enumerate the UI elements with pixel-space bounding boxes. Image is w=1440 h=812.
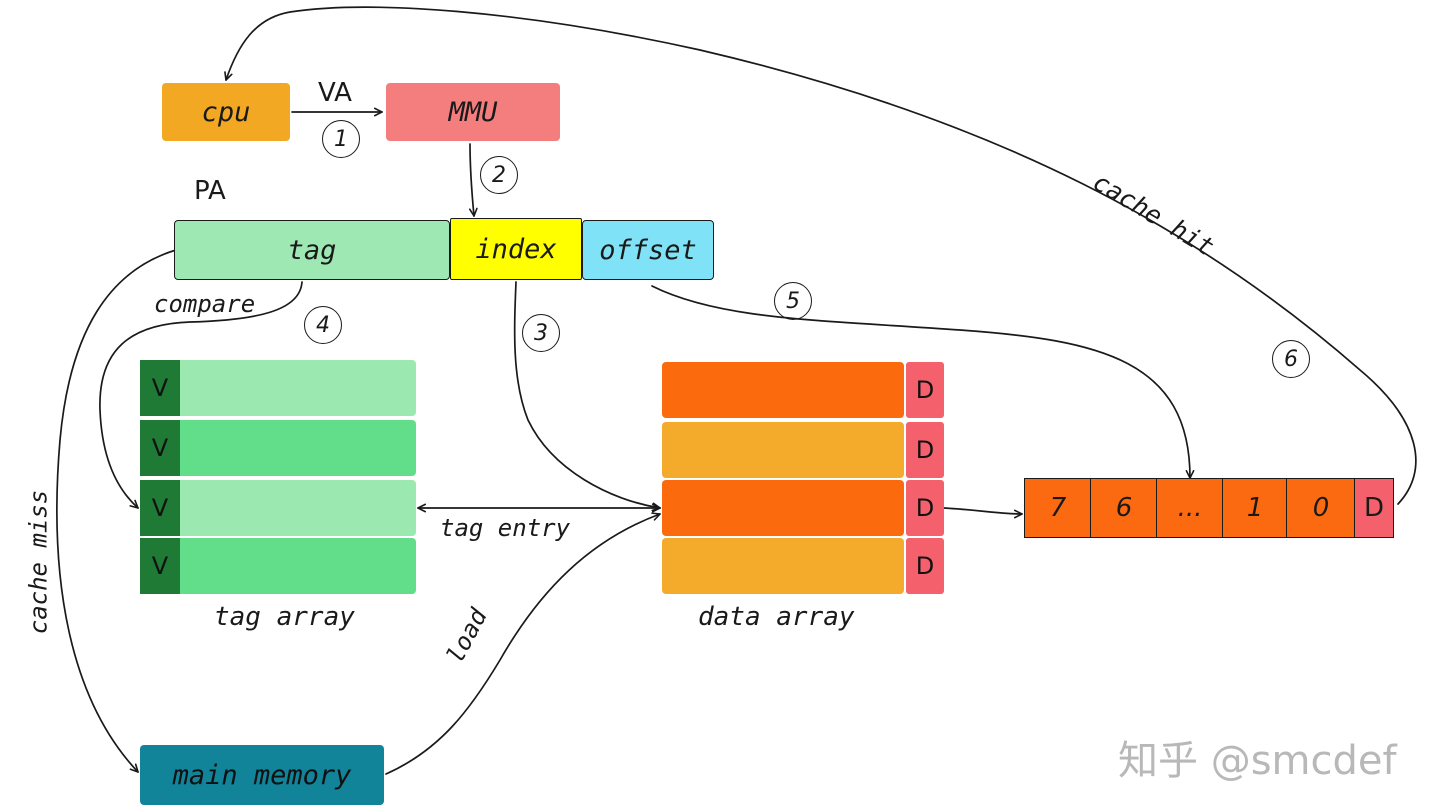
tag-array-label: tag array (214, 602, 355, 632)
tag-array-row (176, 538, 416, 594)
pa-label: PA (194, 176, 226, 206)
cache-line-dirty-bit: D (1354, 478, 1394, 538)
step-5: 5 (774, 282, 812, 320)
step-2: 2 (480, 156, 518, 194)
compare-label: compare (154, 290, 256, 318)
data-array-row (662, 422, 904, 478)
main-memory-box: main memory (140, 745, 384, 805)
cache-line-byte: 7 (1024, 478, 1092, 538)
dirty-bit: D (906, 362, 944, 418)
cache-line-byte: 6 (1090, 478, 1158, 538)
va-label: VA (318, 78, 352, 108)
valid-bit: V (140, 360, 180, 416)
watermark: 知乎 @smcdef (1118, 738, 1397, 784)
arrow-index-to-data (513, 281, 661, 512)
arrow-mmu-to-index (468, 143, 478, 217)
cache-miss-label: cache miss (24, 489, 53, 635)
valid-bit: V (140, 480, 180, 536)
cache-line-byte: 1 (1222, 478, 1288, 538)
step-1: 1 (322, 120, 360, 158)
cpu-box: cpu (162, 83, 290, 141)
step-4: 4 (304, 306, 342, 344)
valid-bit: V (140, 420, 180, 476)
cache-line-byte: 0 (1286, 478, 1356, 538)
arrow-cache-miss (56, 249, 177, 773)
pa-offset-field: offset (582, 220, 714, 280)
arrow-load (385, 512, 661, 775)
tag-array-row (176, 360, 416, 416)
tag-array-row (176, 480, 416, 536)
dirty-bit: D (906, 538, 944, 594)
valid-bit: V (140, 538, 180, 594)
data-array-row (662, 538, 904, 594)
mmu-box: MMU (386, 83, 560, 141)
data-array-label: data array (698, 602, 855, 632)
arrow-compare (99, 281, 303, 509)
data-array-row (662, 480, 904, 536)
step-3: 3 (522, 314, 560, 352)
step-6: 6 (1272, 340, 1310, 378)
arrow-offset-to-line (651, 285, 1195, 479)
data-array-row (662, 362, 904, 418)
tag-entry-label: tag entry (440, 514, 571, 542)
dirty-bit: D (906, 480, 944, 536)
dirty-bit: D (906, 422, 944, 478)
arrow-cache-hit (224, 6, 1417, 505)
cache-line-byte: ... (1156, 478, 1224, 538)
arrow-data-to-line (943, 507, 1023, 519)
pa-tag-field: tag (174, 220, 450, 280)
tag-array-row (176, 420, 416, 476)
pa-index-field: index (450, 218, 582, 280)
